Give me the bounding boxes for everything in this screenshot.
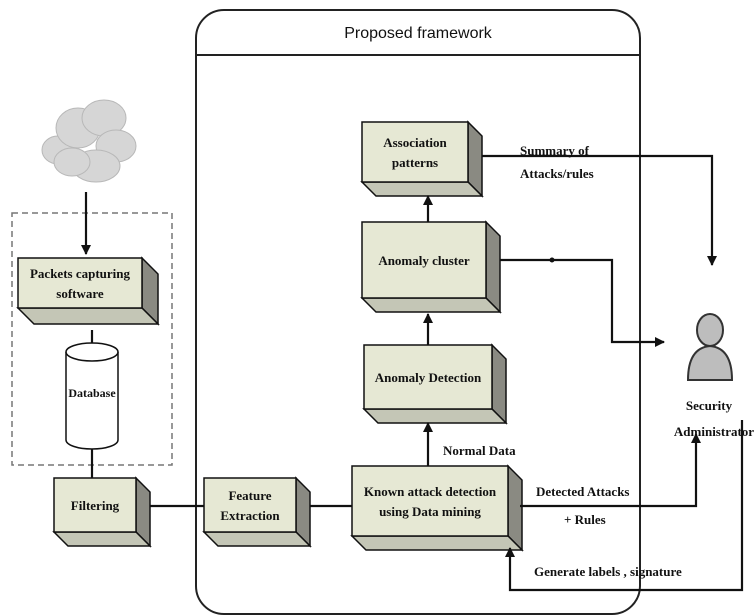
framework-title: Proposed framework [344,25,493,42]
database-cylinder: Database [65,342,119,450]
feature-extraction-box-label-2: Extraction [220,508,280,523]
database-label: Database [68,386,116,400]
admin-to-known-feedback-arrow [505,420,744,592]
known-attack-box-label-2: using Data mining [379,504,481,519]
filtering-box-bottom [52,531,152,547]
association-box: Association patterns [360,120,484,198]
known-attack-box-label-1: Known attack detection [364,484,497,499]
anomaly-detection-box-label-1: Anomaly Detection [375,370,482,385]
security-administrator-icon [686,313,734,381]
packets-capturing-box-label-1: Packets capturing [30,266,131,281]
summary-label-line1: Summary of [520,143,590,158]
junction-dot [549,257,555,263]
filtering-box-label-1: Filtering [71,498,120,513]
association-box-label-1: Association [383,135,447,150]
association-box-bottom [360,181,484,197]
feature-extraction-box-label-1: Feature [228,488,271,503]
normal-data-label: Normal Data [443,443,516,458]
cloud-icon [41,99,137,183]
filtering-box-face [53,477,137,533]
anomaly-cluster-box-face [361,221,487,299]
anomaly-cluster-box-side [485,220,501,314]
feature-extraction-box-face [203,477,297,533]
packets-capturing-box-bottom [16,307,160,325]
anomaly-detection-box: Anomaly Detection [362,343,508,425]
known-attack-box-bottom [350,535,524,551]
anomaly-cluster-box: Anomaly cluster [360,220,502,314]
anomaly-detection-box-bottom [362,408,508,424]
anomaly-detection-box-face [363,344,493,410]
packets-capturing-box: Packets capturing software [16,256,160,326]
known-attack-box: Known attack detection using Data mining [350,464,524,552]
detected-label-line1: Detected Attacks [536,484,630,499]
cluster-to-admin-arrow [500,258,665,347]
anomaly-cluster-box-bottom [360,297,502,313]
packets-capturing-box-label-2: software [56,286,104,301]
filtering-box: Filtering [52,476,152,548]
generate-label: Generate labels , signature [534,564,682,579]
known-to-admin-arrow [520,433,701,508]
administrator-label-line2: Administrator [674,424,754,439]
detected-label-line2: + Rules [564,512,606,527]
anomaly-cluster-box-label-1: Anomaly cluster [378,253,470,268]
packets-capturing-box-face [17,257,143,309]
summary-label-line2: Attacks/rules [520,166,594,181]
association-box-face [361,121,469,183]
known-attack-box-face [351,465,509,537]
connectors [81,154,744,592]
association-to-admin-arrow [482,154,717,266]
feature-extraction-box-bottom [202,531,312,547]
administrator-label-line1: Security [686,398,733,413]
association-box-label-2: patterns [392,155,438,170]
